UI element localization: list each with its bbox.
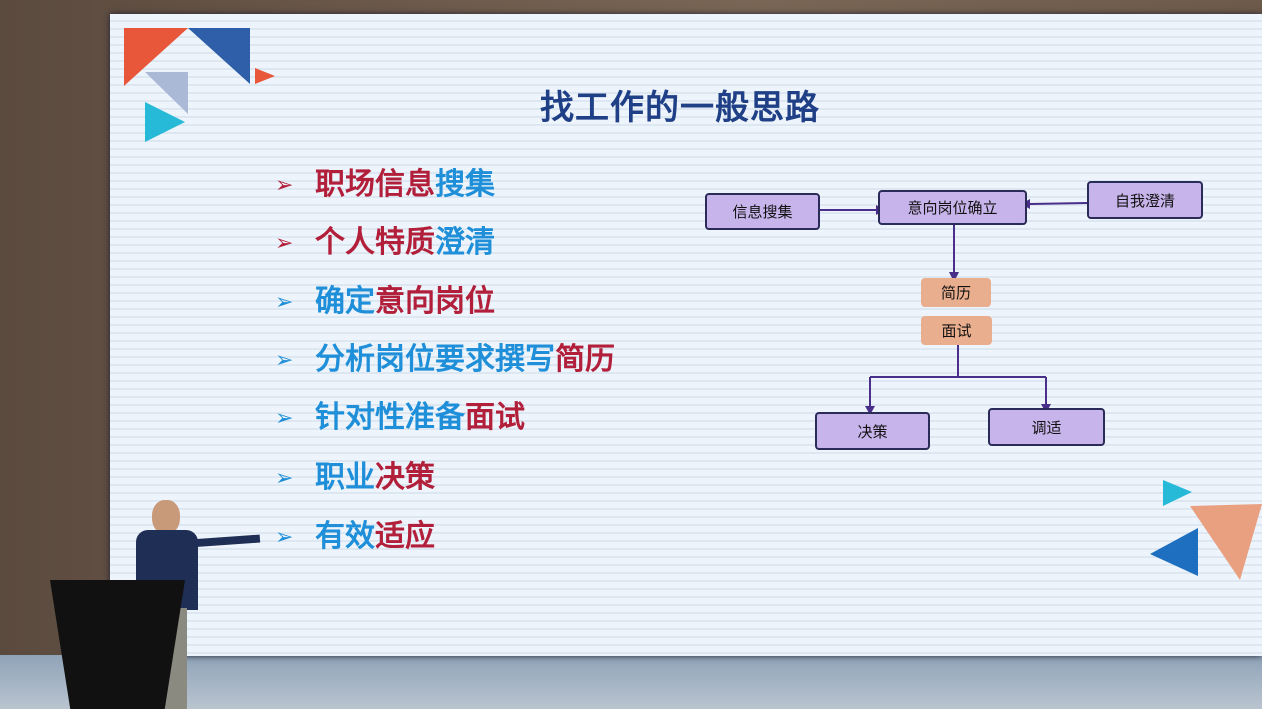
node-interview: 面试 [921, 316, 992, 345]
bullet-text-segment: 职场信息 [315, 167, 435, 202]
arrow-bullet-icon: ➢ [275, 525, 294, 550]
bullet-text-segment: 个人特质 [315, 225, 435, 260]
bullet-text-segment: 决策 [375, 460, 435, 495]
triangle-decor [145, 72, 188, 114]
node-target-position: 意向岗位确立 [878, 190, 1027, 225]
triangle-decor [255, 68, 275, 84]
bullet-item: ➢ 职业决策 [275, 452, 435, 496]
bullet-text-segment: 职业 [315, 460, 375, 495]
bullet-text-segment: 搜集 [435, 167, 495, 202]
flow-connectors [820, 202, 1088, 408]
triangle-decor [145, 102, 185, 142]
bullet-item: ➢ 个人特质澄清 [275, 217, 495, 261]
bullet-item: ➢ 确定意向岗位 [275, 276, 495, 320]
node-info-collection: 信息搜集 [705, 193, 820, 230]
arrow-bullet-icon: ➢ [275, 290, 294, 315]
presenter-head [152, 500, 180, 534]
arrow-bullet-icon: ➢ [275, 231, 294, 256]
decorative-triangles [124, 28, 1262, 580]
projection-screen: 找工作的一般思路 ➢职场信息搜集➢个人特质澄清➢确定意向岗位➢分析岗位要求撰写简… [110, 14, 1262, 656]
bullet-text-segment: 有效 [315, 519, 375, 554]
node-resume: 简历 [921, 278, 991, 307]
slide-title: 找工作的一般思路 [540, 88, 820, 128]
triangle-decor [188, 28, 250, 84]
triangle-decor [1163, 480, 1192, 506]
bullet-text-segment: 简历 [555, 342, 615, 377]
bullet-text-segment: 分析岗位要求撰写 [315, 342, 555, 377]
bullet-text-segment: 澄清 [435, 225, 495, 260]
podium [50, 580, 185, 709]
bullet-item: ➢ 职场信息搜集 [275, 159, 495, 203]
arrow-bullet-icon: ➢ [275, 466, 294, 491]
triangle-decor [1150, 528, 1198, 576]
stage-floor [0, 655, 1262, 709]
arrowheads [865, 199, 1051, 415]
bullet-text-segment: 针对性准备 [315, 400, 465, 435]
node-self-clarification: 自我澄清 [1087, 181, 1203, 219]
triangle-decor [124, 28, 188, 86]
triangle-decor [1190, 504, 1262, 580]
arrow-bullet-icon: ➢ [275, 348, 294, 373]
arrow-bullet-icon: ➢ [275, 406, 294, 431]
bullet-item: ➢ 有效适应 [275, 511, 435, 555]
bullet-text-segment: 确定 [315, 284, 375, 319]
node-decision: 决策 [815, 412, 930, 450]
bullet-item: ➢ 分析岗位要求撰写简历 [275, 334, 615, 378]
bullet-text-segment: 意向岗位 [375, 284, 495, 319]
bullet-text-segment: 适应 [375, 519, 435, 554]
node-adaptation: 调适 [988, 408, 1105, 446]
bullet-text-segment: 面试 [465, 400, 525, 435]
bullet-item: ➢ 针对性准备面试 [275, 392, 525, 436]
arrow-bullet-icon: ➢ [275, 173, 294, 198]
